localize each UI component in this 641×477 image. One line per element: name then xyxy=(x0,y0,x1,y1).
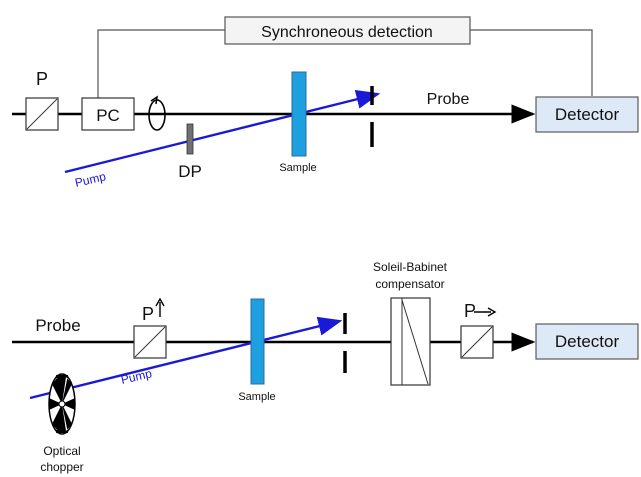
top-detector xyxy=(535,96,639,133)
bottom-pump-beam xyxy=(29,316,343,400)
bottom-polarizer1-label: P xyxy=(142,304,154,324)
top-probe-label: Probe xyxy=(427,91,470,108)
compensator-wedge-line xyxy=(401,299,429,385)
top-polarizer-label: P xyxy=(36,69,48,89)
delay-plate xyxy=(186,123,194,155)
polarizer2-arrowhead-icon xyxy=(487,307,497,317)
bottom-sample xyxy=(250,298,265,385)
top-setup: Synchroneous detection P PC Pump DP Samp… xyxy=(12,16,639,190)
bottom-polarizer2-diagonal xyxy=(461,326,493,358)
bottom-pump-label: Pump xyxy=(120,366,154,387)
bottom-polarizer2-label: P xyxy=(464,301,476,321)
chopper-label-line1: Optical xyxy=(43,444,80,458)
sync-wire-right xyxy=(470,29,593,96)
delay-plate-label: DP xyxy=(178,162,202,181)
rotation-arrow-icon xyxy=(150,95,158,105)
sync-wire-left xyxy=(97,29,225,98)
optical-chopper-icon xyxy=(48,373,76,435)
bottom-setup: Probe P Pump Optical chopper Sample Sole… xyxy=(12,260,639,474)
top-pump-label: Pump xyxy=(74,169,108,190)
sync-detection-box xyxy=(224,16,471,45)
compensator-label-line2: compensator xyxy=(375,277,444,291)
chopper-label-line2: chopper xyxy=(40,460,83,474)
pockels-cell-label: PC xyxy=(96,106,120,125)
sync-detection-label: Synchroneous detection xyxy=(261,24,433,41)
top-sample xyxy=(291,71,307,157)
bottom-polarizer1-diagonal xyxy=(134,326,166,358)
top-detector-label: Detector xyxy=(555,105,620,124)
compensator-label-line1: Soleil-Babinet xyxy=(373,260,448,274)
bottom-detector-label: Detector xyxy=(555,332,620,351)
bottom-probe-label: Probe xyxy=(35,316,80,335)
pockels-cell xyxy=(81,97,135,131)
bottom-sample-label: Sample xyxy=(238,391,275,403)
top-polarizer-diagonal xyxy=(26,98,58,130)
bottom-detector xyxy=(535,323,639,360)
top-sample-label: Sample xyxy=(279,162,316,174)
polarizer1-arrowhead-icon xyxy=(155,297,165,307)
top-pump-beam xyxy=(64,89,381,174)
